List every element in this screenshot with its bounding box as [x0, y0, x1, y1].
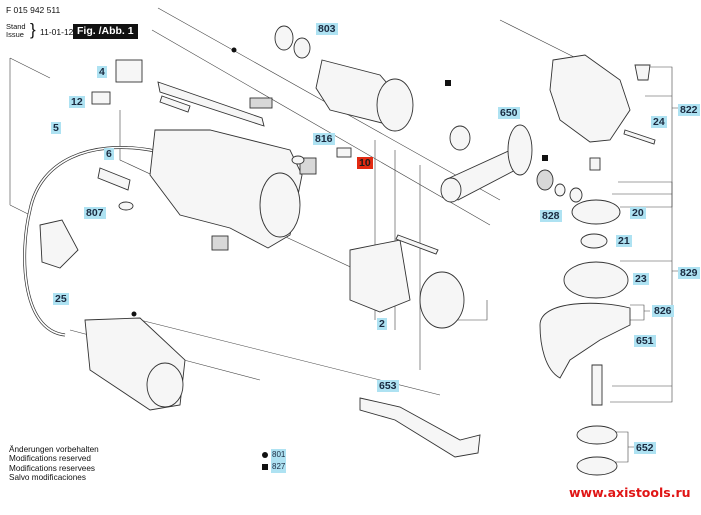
stand-issue-label: Stand Issue: [6, 23, 26, 38]
mounting-flange: [576, 425, 618, 445]
two-pin-spanner: [359, 397, 481, 458]
switch-button: [249, 97, 273, 109]
square-marker-icon: [262, 464, 268, 470]
part-label-650[interactable]: 650: [498, 107, 520, 119]
rear-cover-opening: [146, 362, 184, 408]
gear-housing: [549, 54, 631, 143]
part-label-822[interactable]: 822: [678, 104, 700, 116]
bearing: [293, 37, 311, 59]
spring: [159, 95, 191, 113]
legend-item-801: 801: [262, 449, 287, 461]
guide-line: [499, 19, 581, 61]
part-label-829[interactable]: 829: [678, 267, 700, 279]
legend: 801 827: [262, 449, 287, 473]
grinding-spindle: [591, 364, 603, 406]
brace-symbol: }: [30, 20, 36, 39]
guide-line: [9, 57, 51, 216]
carbon-brush: [336, 147, 352, 158]
bracket-822: [620, 66, 680, 208]
bearing-ring: [274, 25, 294, 51]
modification-notes: Änderungen vorbehalten Modifications res…: [9, 445, 99, 483]
brush-holder-lower: [211, 235, 229, 251]
part-label-2[interactable]: 2: [377, 318, 387, 330]
bracket-829: [610, 181, 680, 403]
part-label-4[interactable]: 4: [97, 66, 107, 78]
pinion-bearing: [569, 187, 583, 203]
part-label-651[interactable]: 651: [634, 335, 656, 347]
clamping-nut: [576, 456, 618, 476]
needle-sleeve: [589, 157, 601, 171]
pinion: [536, 169, 554, 191]
marker-dot: [131, 311, 137, 317]
legend-label: 827: [271, 461, 287, 473]
note-line: Modifications reservees: [9, 463, 96, 473]
part-label-20[interactable]: 20: [630, 207, 646, 219]
protection-guard: [539, 302, 631, 379]
part-label-12[interactable]: 12: [69, 96, 85, 108]
guide-line: [119, 110, 401, 291]
marker-dot: [231, 47, 237, 53]
part-label-21[interactable]: 21: [616, 235, 632, 247]
note-line: Salvo modificaciones: [9, 473, 86, 483]
spindle-bearing: [580, 233, 608, 249]
part-label-652[interactable]: 652: [634, 442, 656, 454]
cable-protector: [97, 167, 131, 191]
handle-flange: [507, 124, 533, 176]
part-label-653[interactable]: 653: [377, 380, 399, 392]
part-label-807[interactable]: 807: [84, 207, 106, 219]
armature-fan: [376, 78, 414, 132]
housing-front-ring: [259, 172, 301, 238]
bracket-826: [630, 304, 650, 321]
note-line: Modifications reserved: [9, 454, 91, 464]
issue-label: Issue: [6, 29, 24, 39]
spindle-lock-button: [634, 64, 651, 81]
switch-part: [115, 59, 143, 83]
armature-bearing: [449, 125, 471, 151]
issue-date: 11-01-12: [40, 27, 74, 37]
part-label-23[interactable]: 23: [633, 273, 649, 285]
part-label-6[interactable]: 6: [104, 148, 114, 160]
part-label-816[interactable]: 816: [313, 133, 335, 145]
fan-baffle: [419, 271, 465, 329]
power-plug: [39, 219, 79, 269]
handle-end: [440, 177, 462, 203]
suppressor-part: [91, 91, 111, 105]
bearing-flange: [563, 261, 629, 299]
part-label-826[interactable]: 826: [652, 305, 674, 317]
note-line: Änderungen vorbehalten: [9, 445, 99, 454]
bevel-gear: [571, 199, 621, 225]
cable-clamp: [118, 201, 134, 211]
screw-24: [623, 129, 656, 145]
pinion-nut: [554, 183, 566, 197]
watermark-url[interactable]: www.axistools.ru: [569, 485, 691, 500]
part-label-10[interactable]: 10: [357, 157, 373, 169]
brush-spring: [291, 155, 305, 165]
part-label-24[interactable]: 24: [651, 116, 667, 128]
part-label-828[interactable]: 828: [540, 210, 562, 222]
figure-label: Fig. /Abb. 1: [73, 24, 138, 39]
switch-bar: [157, 81, 265, 127]
marker-square: [445, 80, 451, 86]
part-label-25[interactable]: 25: [53, 293, 69, 305]
long-screw: [395, 234, 439, 255]
marker-square: [542, 155, 548, 161]
brush-holder: [299, 157, 317, 175]
document-number: F 015 942 511: [6, 5, 61, 15]
field-coil: [349, 239, 411, 313]
part-label-5[interactable]: 5: [51, 122, 61, 134]
legend-label: 801: [271, 449, 287, 461]
legend-item-827: 827: [262, 461, 287, 473]
part-label-803[interactable]: 803: [316, 23, 338, 35]
guide-line: [455, 300, 488, 321]
stand-label: Stand: [6, 22, 26, 31]
circle-marker-icon: [262, 452, 268, 458]
